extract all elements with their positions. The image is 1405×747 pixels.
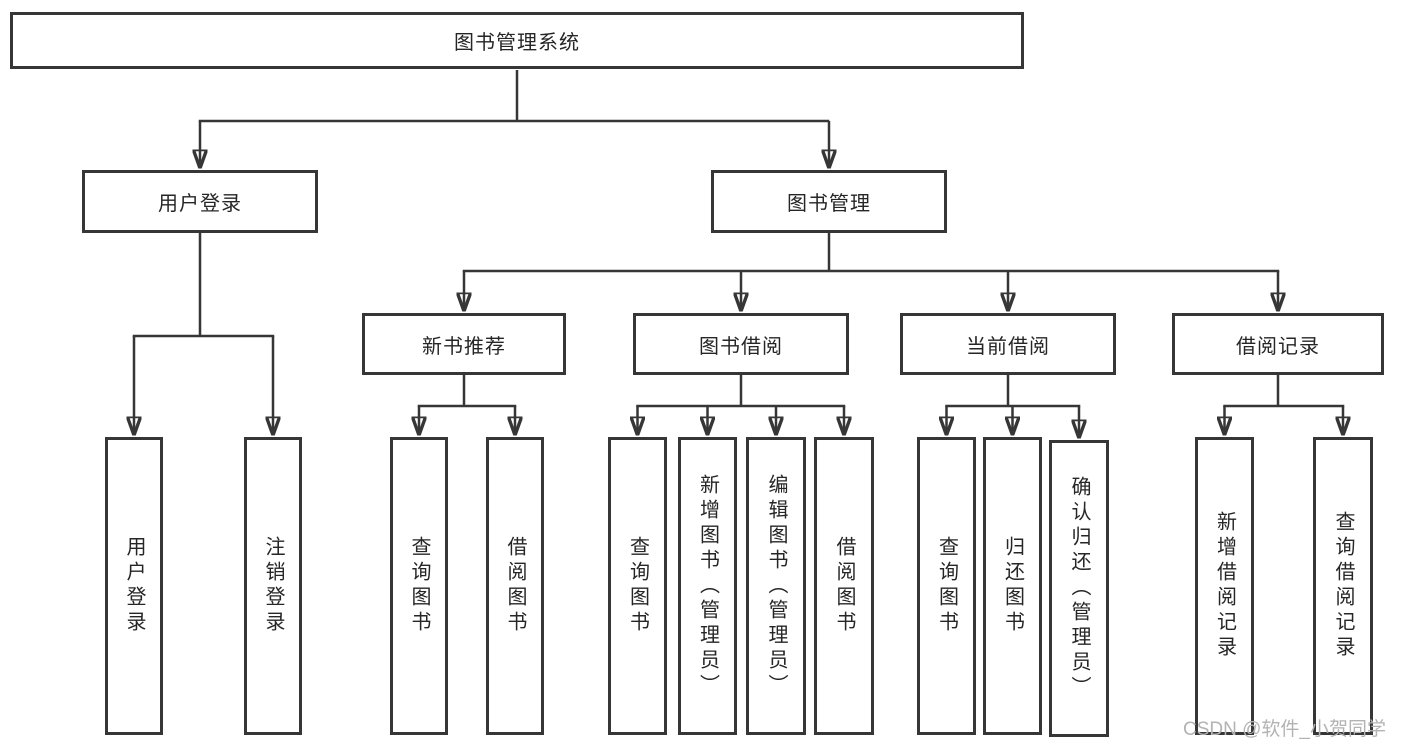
node-label: 归还图书 <box>1001 536 1024 636</box>
leaf-user-login: 用户登录 <box>105 437 163 735</box>
node-label: 新书推荐 <box>422 335 506 358</box>
leaf-add-books-admin: 新增图书（管理员） <box>678 437 737 735</box>
node-label: 用户登录 <box>123 536 145 636</box>
node-current-borrowing: 当前借阅 <box>900 313 1116 375</box>
node-label: 图书借阅 <box>699 335 783 358</box>
node-new-book-recommendation: 新书推荐 <box>362 313 566 375</box>
node-label: 新增借阅记录 <box>1213 511 1236 661</box>
node-label: 查询图书 <box>408 536 430 636</box>
node-label: 查询借阅记录 <box>1332 511 1354 661</box>
leaf-confirm-return-admin: 确认归还（管理员） <box>1049 440 1109 737</box>
csdn-watermark: CSDN @软件_小贺同学 <box>1183 719 1386 740</box>
node-label: 图书管理系统 <box>454 32 580 54</box>
leaf-add-borrow-record: 新增借阅记录 <box>1195 437 1254 735</box>
node-label: 编辑图书（管理员） <box>765 473 787 699</box>
leaf-query-books-recommend: 查询图书 <box>390 437 448 735</box>
leaf-borrow-books-recommend: 借阅图书 <box>486 437 544 735</box>
node-label: 图书管理 <box>787 193 871 215</box>
leaf-query-books-borrow: 查询图书 <box>608 437 667 735</box>
node-label: 注销登录 <box>262 536 284 636</box>
node-borrowing-records: 借阅记录 <box>1172 313 1384 375</box>
leaf-query-borrow-record: 查询借阅记录 <box>1313 437 1373 735</box>
node-book-borrowing: 图书借阅 <box>633 313 849 375</box>
node-label: 用户登录 <box>158 193 242 215</box>
leaf-logout: 注销登录 <box>244 437 302 735</box>
node-label: 确认归还（管理员） <box>1068 476 1090 701</box>
node-label: 新增图书（管理员） <box>696 473 719 699</box>
leaf-query-books-current: 查询图书 <box>917 437 976 735</box>
node-label: 查询图书 <box>935 536 958 636</box>
leaf-edit-books-admin: 编辑图书（管理员） <box>746 437 806 735</box>
node-user-login-branch: 用户登录 <box>82 170 318 233</box>
node-label: 借阅记录 <box>1236 335 1320 358</box>
node-label: 借阅图书 <box>504 536 526 636</box>
node-label: 借阅图书 <box>833 536 855 636</box>
node-book-management-branch: 图书管理 <box>711 170 947 233</box>
node-label: 当前借阅 <box>966 335 1050 358</box>
leaf-return-books: 归还图书 <box>983 437 1042 735</box>
node-library-management-system: 图书管理系统 <box>10 12 1024 69</box>
node-label: 查询图书 <box>626 536 649 636</box>
leaf-borrow-books: 借阅图书 <box>814 437 874 735</box>
